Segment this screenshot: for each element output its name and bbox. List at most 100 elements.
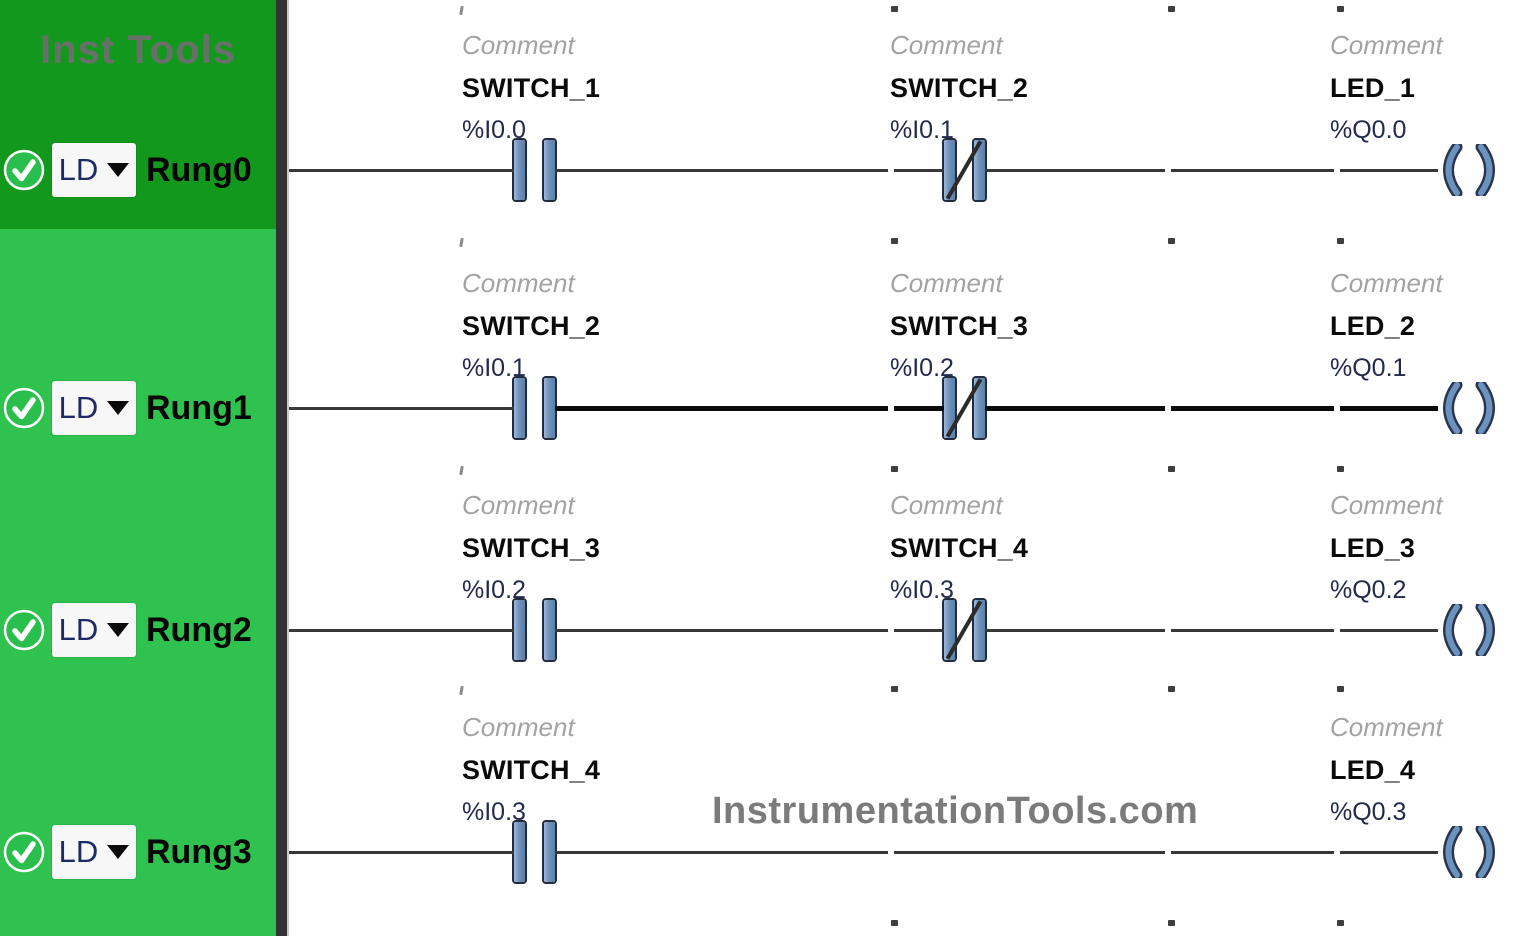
rung-wire-segment (985, 629, 1165, 632)
element-name[interactable]: SWITCH_4 (890, 533, 1029, 563)
element-address[interactable]: %I0.3 (890, 576, 954, 604)
sidebar-rung0-section (0, 0, 276, 229)
language-dropdown[interactable]: LD (52, 381, 136, 435)
comment-field[interactable]: Comment (462, 712, 575, 742)
grid-cell-tick (1168, 920, 1175, 926)
nc-contact-symbol[interactable] (944, 600, 985, 660)
sidebar-watermark: Inst Tools (40, 28, 236, 72)
element-name[interactable]: LED_1 (1330, 73, 1416, 103)
rung-wire-segment (1340, 851, 1438, 854)
element-name[interactable]: LED_4 (1330, 755, 1416, 785)
element-labels: Comment SWITCH_2 %I0.1 (890, 24, 1028, 150)
language-dropdown[interactable]: LD (52, 603, 136, 657)
element-labels: Comment SWITCH_3 %I0.2 (890, 262, 1028, 388)
chevron-down-icon (107, 163, 130, 177)
element-address[interactable]: %Q0.2 (1330, 576, 1407, 604)
language-dropdown[interactable]: LD (52, 825, 136, 879)
rung-valid-check-icon (3, 609, 45, 651)
element-labels: Comment SWITCH_4 %I0.3 (462, 706, 600, 832)
rung-label[interactable]: Rung1 (146, 389, 252, 427)
no-contact-symbol[interactable] (514, 822, 555, 882)
rung-valid-check-icon (3, 831, 45, 873)
comment-field[interactable]: Comment (890, 490, 1003, 520)
no-contact-symbol[interactable] (514, 140, 555, 200)
comment-field[interactable]: Comment (1330, 268, 1443, 298)
element-labels: Comment LED_2 %Q0.1 (1330, 262, 1443, 388)
rung-wire-segment (289, 407, 514, 410)
language-dropdown[interactable]: LD (52, 143, 136, 197)
element-name[interactable]: SWITCH_2 (462, 311, 601, 341)
comment-field[interactable]: Comment (890, 268, 1003, 298)
element-address[interactable]: %I0.2 (890, 354, 954, 382)
coil-symbol[interactable] (1436, 144, 1502, 196)
grid-cell-tick (1168, 6, 1175, 12)
rung-wire-segment (985, 169, 1165, 172)
element-name[interactable]: SWITCH_1 (462, 73, 601, 103)
element-labels: Comment SWITCH_2 %I0.1 (462, 262, 600, 388)
element-name[interactable]: SWITCH_3 (890, 311, 1029, 341)
rung2-header: LD Rung2 (0, 603, 276, 657)
element-labels: Comment LED_1 %Q0.0 (1330, 24, 1443, 150)
grid-cell-tick (459, 5, 464, 16)
grid-cell-tick (1168, 686, 1175, 692)
rung-wire-segment (1171, 169, 1334, 172)
coil-symbol[interactable] (1436, 382, 1502, 434)
rung-wire-segment (555, 406, 888, 411)
element-name[interactable]: SWITCH_3 (462, 533, 601, 563)
comment-field[interactable]: Comment (890, 30, 1003, 60)
comment-field[interactable]: Comment (1330, 490, 1443, 520)
no-contact-symbol[interactable] (514, 378, 555, 438)
element-address[interactable]: %I0.1 (462, 354, 526, 382)
rung-wire-segment (894, 169, 944, 172)
element-address[interactable]: %I0.2 (462, 576, 526, 604)
element-name[interactable]: SWITCH_2 (890, 73, 1029, 103)
element-address[interactable]: %I0.0 (462, 116, 526, 144)
element-address[interactable]: %Q0.0 (1330, 116, 1407, 144)
rung-wire-segment (555, 851, 888, 854)
element-name[interactable]: LED_3 (1330, 533, 1416, 563)
grid-cell-tick (891, 6, 898, 12)
comment-field[interactable]: Comment (462, 490, 575, 520)
rung0-header: LD Rung0 (0, 143, 276, 197)
no-contact-symbol[interactable] (514, 600, 555, 660)
rung-wire-segment (1340, 406, 1438, 411)
element-labels: Comment LED_3 %Q0.2 (1330, 484, 1443, 610)
grid-cell-tick (891, 686, 898, 692)
chevron-down-icon (107, 401, 130, 415)
rung-label[interactable]: Rung2 (146, 611, 252, 649)
element-address[interactable]: %I0.1 (890, 116, 954, 144)
comment-field[interactable]: Comment (1330, 712, 1443, 742)
element-address[interactable]: %I0.3 (462, 798, 526, 826)
rung-valid-check-icon (3, 387, 45, 429)
element-address[interactable]: %Q0.1 (1330, 354, 1407, 382)
grid-cell-tick (1337, 6, 1344, 12)
element-labels: Comment LED_4 %Q0.3 (1330, 706, 1443, 832)
comment-field[interactable]: Comment (462, 268, 575, 298)
element-name[interactable]: SWITCH_4 (462, 755, 601, 785)
element-name[interactable]: LED_2 (1330, 311, 1416, 341)
chevron-down-icon (107, 623, 130, 637)
chevron-down-icon (107, 845, 130, 859)
rung-valid-check-icon (3, 149, 45, 191)
comment-field[interactable]: Comment (462, 30, 575, 60)
language-dropdown-value: LD (58, 834, 99, 869)
rung-wire-segment (894, 629, 944, 632)
grid-cell-tick (459, 237, 464, 248)
grid-cell-tick (459, 685, 464, 696)
coil-symbol[interactable] (1436, 826, 1502, 878)
rung-wire-segment (1171, 629, 1334, 632)
grid-cell-tick (1168, 466, 1175, 472)
rung-label[interactable]: Rung3 (146, 833, 252, 871)
nc-contact-symbol[interactable] (944, 378, 985, 438)
element-labels: Comment SWITCH_4 %I0.3 (890, 484, 1028, 610)
rung-wire-segment (985, 406, 1165, 411)
site-watermark: InstrumentationTools.com (712, 790, 1199, 832)
rung-wire-segment (555, 629, 888, 632)
element-address[interactable]: %Q0.3 (1330, 798, 1407, 826)
rung-label[interactable]: Rung0 (146, 151, 252, 189)
coil-symbol[interactable] (1436, 604, 1502, 656)
language-dropdown-value: LD (58, 612, 99, 647)
comment-field[interactable]: Comment (1330, 30, 1443, 60)
nc-contact-symbol[interactable] (944, 140, 985, 200)
